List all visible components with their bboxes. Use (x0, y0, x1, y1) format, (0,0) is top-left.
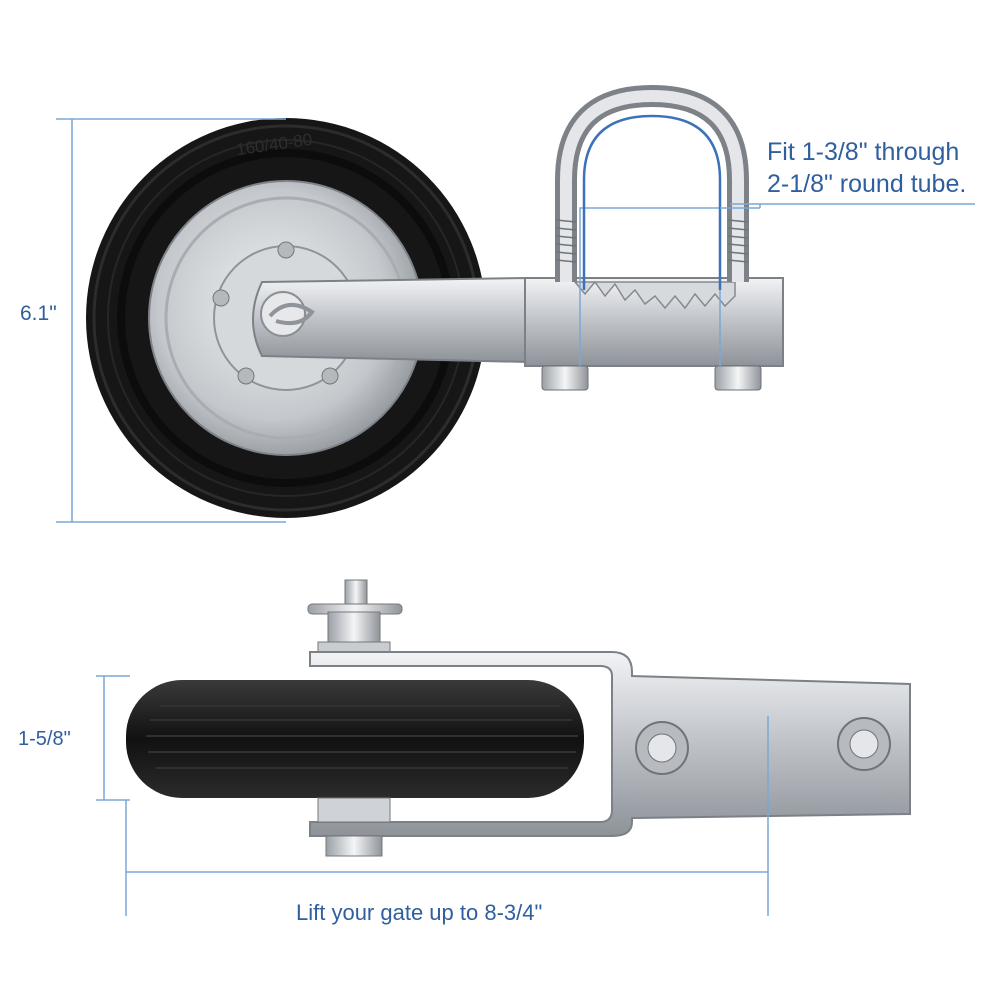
axle-nut (327, 611, 381, 643)
height-dimension-label: 6.1" (20, 302, 57, 325)
dimension-lines-top (56, 118, 975, 523)
nut (541, 365, 589, 391)
fit-arc-line (582, 114, 722, 290)
fit-caption-line2: 2-1/8" round tube. (767, 170, 967, 198)
arm-bar (252, 276, 529, 364)
tire-side (126, 680, 584, 798)
width-dimension-label: 1-5/8" (18, 728, 71, 750)
top-wheel-assembly: 160/40-80 (86, 84, 784, 518)
u-bolt (555, 84, 749, 282)
fit-caption: Fit 1-3/8" through 2-1/8" round tube. (767, 136, 966, 200)
fork-bracket (309, 651, 911, 837)
dimension-lines-bottom (96, 675, 769, 916)
bottom-wheel-assembly (126, 579, 911, 857)
lift-caption: Lift your gate up to 8-3/4" (296, 900, 543, 925)
rivet (277, 241, 295, 259)
fit-caption-line1: Fit 1-3/8" through (767, 138, 960, 166)
nut (714, 365, 762, 391)
